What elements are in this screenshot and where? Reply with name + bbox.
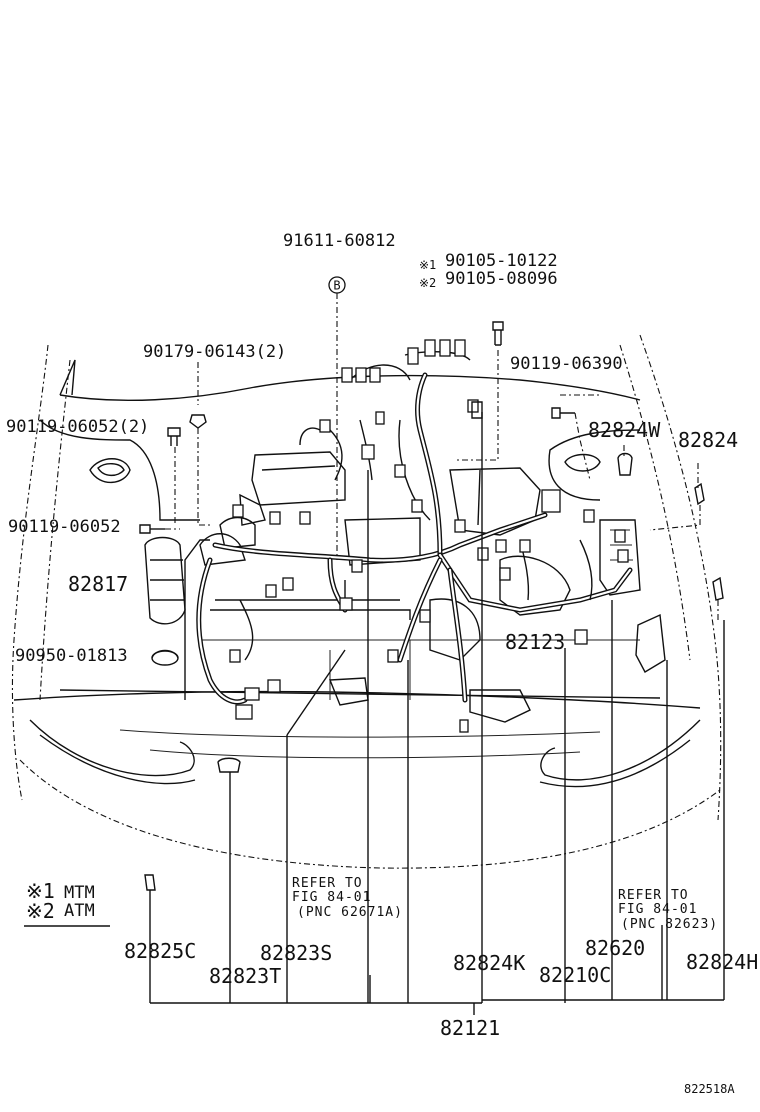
- legend-text-1: MTM: [64, 883, 95, 903]
- part-90950-01813: 90950-01813: [15, 646, 128, 666]
- refer-left-line2: FIG 84-01: [292, 890, 371, 905]
- legend-mark-1: ※1: [26, 879, 55, 903]
- mark-2-label: ※2: [419, 276, 436, 290]
- engine-bay-outline: [11, 334, 722, 869]
- part-90119-06390: 90119-06390: [510, 354, 623, 374]
- part-91611-60812: 91611-60812: [283, 231, 396, 251]
- refer-right-line1: REFER TO: [618, 888, 689, 903]
- part-82824H: 82824H: [686, 950, 758, 974]
- part-90119-06052-2: 90119-06052(2): [6, 417, 149, 437]
- part-90119-06052: 90119-06052: [8, 517, 121, 537]
- bracket-lines: [149, 412, 725, 1015]
- fasteners: [139, 321, 724, 891]
- mark-1-label: ※1: [419, 258, 436, 272]
- part-82824K: 82824K: [453, 951, 525, 975]
- part-82121: 82121: [440, 1016, 500, 1040]
- refer-left-line1: REFER TO: [292, 876, 363, 891]
- part-82825C: 82825C: [124, 939, 196, 963]
- part-82620: 82620: [585, 936, 645, 960]
- part-82817: 82817: [68, 572, 128, 596]
- legend: ※1 MTM ※2 ATM: [26, 879, 95, 923]
- legend-text-2: ATM: [64, 901, 95, 921]
- air-intake-duct: [144, 533, 246, 625]
- main-harness: [196, 351, 633, 705]
- refer-note-left: REFER TO FIG 84-01 (PNC 62671A): [292, 876, 403, 920]
- part-82824: 82824: [678, 428, 738, 452]
- part-90105-10122: 90105-10122: [445, 251, 558, 271]
- legend-mark-2: ※2: [26, 899, 55, 923]
- refer-note-right: REFER TO FIG 84-01 (PNC 82623): [618, 888, 718, 932]
- part-82823S: 82823S: [260, 941, 332, 965]
- connectors: [229, 339, 629, 733]
- part-82823T: 82823T: [209, 964, 281, 988]
- relay-box-right: [599, 519, 666, 673]
- part-82824W: 82824W: [588, 418, 661, 442]
- leader-lines: [165, 293, 719, 620]
- callout-b-label: B: [333, 279, 340, 293]
- part-82123: 82123: [505, 630, 565, 654]
- part-labels: 91611-60812 ※1 90105-10122 ※2 90105-0809…: [6, 231, 758, 1040]
- refer-left-line3: (PNC 62671A): [297, 905, 403, 920]
- part-90105-08096: 90105-08096: [445, 269, 558, 289]
- figure-code: 822518A: [684, 1082, 735, 1096]
- refer-right-line3: (PNC 82623): [621, 917, 718, 932]
- part-82210C: 82210C: [539, 963, 611, 987]
- part-90179-06143: 90179-06143(2): [143, 342, 286, 362]
- refer-right-line2: FIG 84-01: [618, 902, 697, 917]
- callout-b: B: [328, 276, 346, 294]
